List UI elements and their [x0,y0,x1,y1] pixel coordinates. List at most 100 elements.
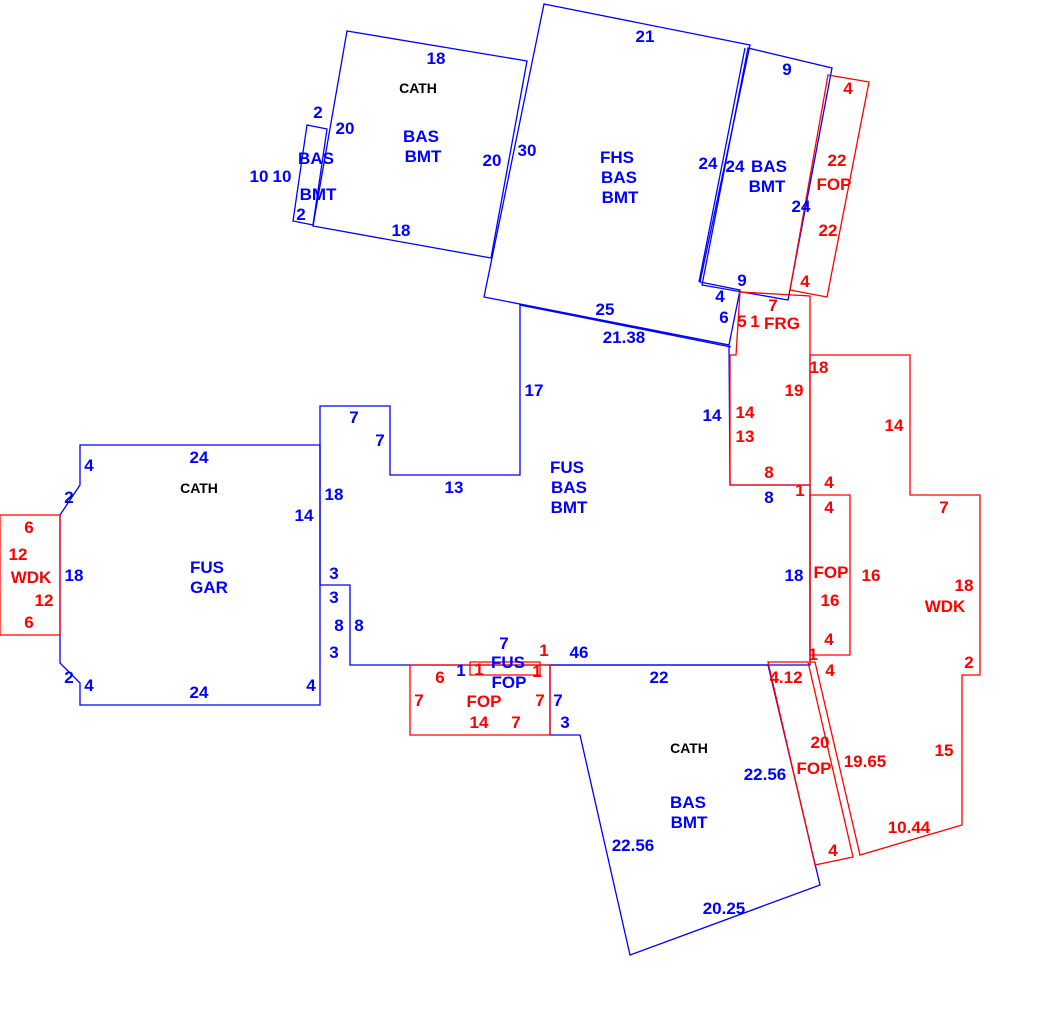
fop-bottom-left-outline[interactable] [409,664,551,736]
dimension-label: 21 [636,27,655,46]
dimension-label: 6 [24,518,33,537]
area-label: FUS [491,653,525,672]
dimension-label: 7 [349,408,358,427]
dimension-label: 1 [532,662,541,681]
dimension-label: 7 [375,431,384,450]
area-label: FOP [814,563,849,582]
dimension-label: 12 [35,591,54,610]
dimension-label: 12 [9,545,28,564]
fop-small-outline[interactable] [469,661,541,676]
area-label: FOP [817,175,852,194]
area-label: BAS [751,157,787,176]
dimension-label: 14 [703,406,722,425]
dimension-label: 4 [843,79,853,98]
dimension-label: 1 [474,660,483,679]
dimension-label: 4 [715,287,725,306]
dimension-label: 1 [539,641,548,660]
dimension-label: 17 [525,381,544,400]
cath-note: CATH [180,480,218,496]
dimension-label: 8 [354,616,363,635]
dimension-label: 4 [828,841,838,860]
dimension-label: 18 [65,566,84,585]
dimension-label: 6 [719,308,728,327]
fop-right-outline[interactable] [809,494,851,656]
dimension-label: 3 [560,713,569,732]
dimension-label: 14 [736,403,755,422]
dimension-label: 3 [329,564,338,583]
dimension-label: 18 [955,576,974,595]
area-label: BMT [405,147,442,166]
dimension-label: 6 [24,613,33,632]
dimension-label: 7 [499,634,508,653]
area-label: WDK [925,597,966,616]
dimension-label: 4.12 [769,668,802,687]
area-label: FOP [467,692,502,711]
dimension-label: 16 [821,591,840,610]
area-label: FHS [600,148,634,167]
dimension-label: 24 [190,683,209,702]
dimension-label: 10 [273,167,292,186]
living-area-labels: 18 2 20 BAS BMT 20 30 10 10 BAS BMT 2 18… [64,27,811,918]
dimension-label: 22.56 [612,836,655,855]
dimension-label: 18 [392,221,411,240]
dimension-label: 7 [768,296,777,315]
bas-bmt-right-outline[interactable] [701,47,833,301]
dimension-label: 8 [334,616,343,635]
dimension-label: 15 [935,741,954,760]
wdk-left-outline[interactable] [0,514,61,636]
fus-gar-outline[interactable] [59,444,321,706]
area-label: BAS [551,478,587,497]
dimension-label: 30 [518,141,537,160]
dimension-label: 6 [435,668,444,687]
exterior-area-labels: 4 22 FOP 22 4 7 5 1 FRG 18 19 14 13 14 8… [9,79,974,860]
dimension-label: 2 [313,103,322,122]
dimension-label: 7 [553,691,562,710]
dimension-label: 25 [596,300,615,319]
dimension-label: 4 [84,676,94,695]
dimension-label: 22 [828,151,847,170]
dimension-label: 20.25 [703,899,746,918]
dimension-label: 22.56 [744,765,787,784]
dimension-label: 18 [810,358,829,377]
dimension-label: 1 [808,645,817,664]
dimension-label: 3 [329,643,338,662]
wdk-right-outline[interactable] [809,354,981,856]
dimension-label: 2 [296,205,305,224]
dimension-label: 2 [64,668,73,687]
dimension-label: 4 [84,456,94,475]
fhs-bas-bmt-outline[interactable] [483,3,751,346]
cath-notes: CATH CATH CATH [180,80,708,756]
dimension-label: 22 [819,221,838,240]
dimension-label: 1 [795,481,804,500]
fop-top-right-outline[interactable] [789,74,870,298]
area-label: FOP [492,673,527,692]
dimension-label: 46 [570,643,589,662]
dimension-label: 10 [250,167,269,186]
area-label: FRG [764,314,800,333]
area-label: FOP [797,759,832,778]
dimension-label: 2 [64,488,73,507]
exterior-areas [0,74,981,866]
area-label: BAS [670,793,706,812]
area-label: BMT [602,188,639,207]
dimension-label: 18 [785,566,804,585]
dimension-label: 22 [650,668,669,687]
dimension-label: 20 [336,119,355,138]
bas-bmt-top-outline[interactable] [312,30,528,259]
dimension-label: 14 [470,713,489,732]
dimension-label: 24 [190,448,209,467]
bas-bmt-right-double-wall [698,47,746,283]
area-label: BMT [671,813,708,832]
area-label: BAS [298,149,334,168]
dimension-label: 8 [764,488,773,507]
area-label: WDK [11,568,52,587]
dimension-label: 14 [885,416,904,435]
frg-outline[interactable] [729,291,811,486]
dimension-label: 4 [824,473,834,492]
dimension-label: 4 [800,272,810,291]
fop-bottom-right-outline[interactable] [767,661,854,866]
dimension-label: 18 [427,49,446,68]
area-label: BAS [403,127,439,146]
area-label: FUS [190,558,224,577]
area-label: GAR [190,578,228,597]
